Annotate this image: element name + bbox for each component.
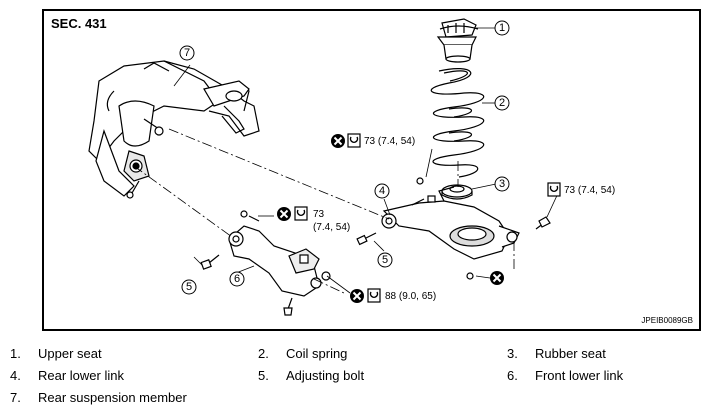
rear-suspension-member	[88, 60, 260, 199]
svg-text:1: 1	[499, 22, 505, 34]
callout-6: 6	[229, 271, 245, 287]
circle-x-icon	[331, 134, 345, 148]
legend-text: Front lower link	[535, 368, 624, 383]
legend-number: 6.	[507, 368, 518, 383]
svg-text:4: 4	[379, 185, 385, 197]
torque-wrench-icon	[347, 133, 361, 148]
legend-text: Rubber seat	[535, 346, 606, 361]
svg-text:5: 5	[186, 281, 192, 293]
torque-wrench-icon	[294, 206, 308, 221]
svg-text:(7.4, 54): (7.4, 54)	[313, 222, 350, 233]
legend-number: 2.	[258, 346, 269, 361]
circle-x-icon	[350, 289, 364, 303]
svg-text:73: 73	[313, 209, 325, 220]
alignment-lines	[133, 128, 515, 294]
exploded-view-diagram: SEC. 431	[42, 9, 701, 331]
svg-text:6: 6	[234, 273, 240, 285]
torque-spec-2: 73 (7.4, 54)	[547, 182, 615, 197]
svg-text:2: 2	[499, 97, 505, 109]
coil-spring	[430, 68, 485, 178]
section-label: SEC. 431	[51, 16, 107, 31]
legend-text: Upper seat	[38, 346, 102, 361]
circle-x-icon	[490, 271, 504, 285]
svg-text:88 (9.0, 65): 88 (9.0, 65)	[385, 291, 436, 302]
rear-lower-link	[356, 177, 551, 280]
legend-text: Coil spring	[286, 346, 348, 361]
callouts: 1 2 3 4 5 5 6	[179, 20, 510, 295]
torque-wrench-icon	[547, 182, 561, 197]
svg-text:73 (7.4, 54): 73 (7.4, 54)	[564, 185, 615, 196]
legend-number: 3.	[507, 346, 518, 361]
torque-spec-3: 73 (7.4, 54)	[277, 206, 350, 233]
torque-spec-1: 73 (7.4, 54)	[331, 133, 415, 148]
svg-text:73 (7.4, 54): 73 (7.4, 54)	[364, 136, 415, 147]
circle-x-icon	[277, 207, 291, 221]
image-code: JPEIB0089GB	[641, 316, 693, 325]
do-not-reuse-nut	[490, 271, 504, 285]
legend-number: 1.	[10, 346, 21, 361]
callout-7: 7	[179, 45, 195, 61]
svg-text:7: 7	[184, 47, 190, 59]
legend-number: 7.	[10, 390, 21, 405]
legend-number: 4.	[10, 368, 21, 383]
legend-number: 5.	[258, 368, 269, 383]
svg-text:5: 5	[382, 254, 388, 266]
callout-2: 2	[494, 95, 510, 111]
upper-seat	[436, 18, 479, 63]
rubber-seat	[441, 184, 473, 200]
legend-text: Rear suspension member	[38, 390, 187, 405]
leader-lines	[173, 27, 561, 294]
callout-5b: 5	[377, 252, 393, 268]
legend-text: Rear lower link	[38, 368, 124, 383]
callout-3: 3	[494, 176, 510, 192]
legend-text: Adjusting bolt	[286, 368, 365, 383]
callout-1: 1	[494, 20, 510, 36]
svg-text:3: 3	[499, 178, 505, 190]
callout-4: 4	[374, 183, 390, 199]
torque-wrench-icon	[367, 288, 381, 303]
front-lower-link	[200, 210, 331, 316]
torque-spec-4: 88 (9.0, 65)	[350, 288, 436, 303]
callout-5a: 5	[181, 279, 197, 295]
diagram-artwork: 1 2 3 4 5 5 6	[88, 18, 615, 316]
